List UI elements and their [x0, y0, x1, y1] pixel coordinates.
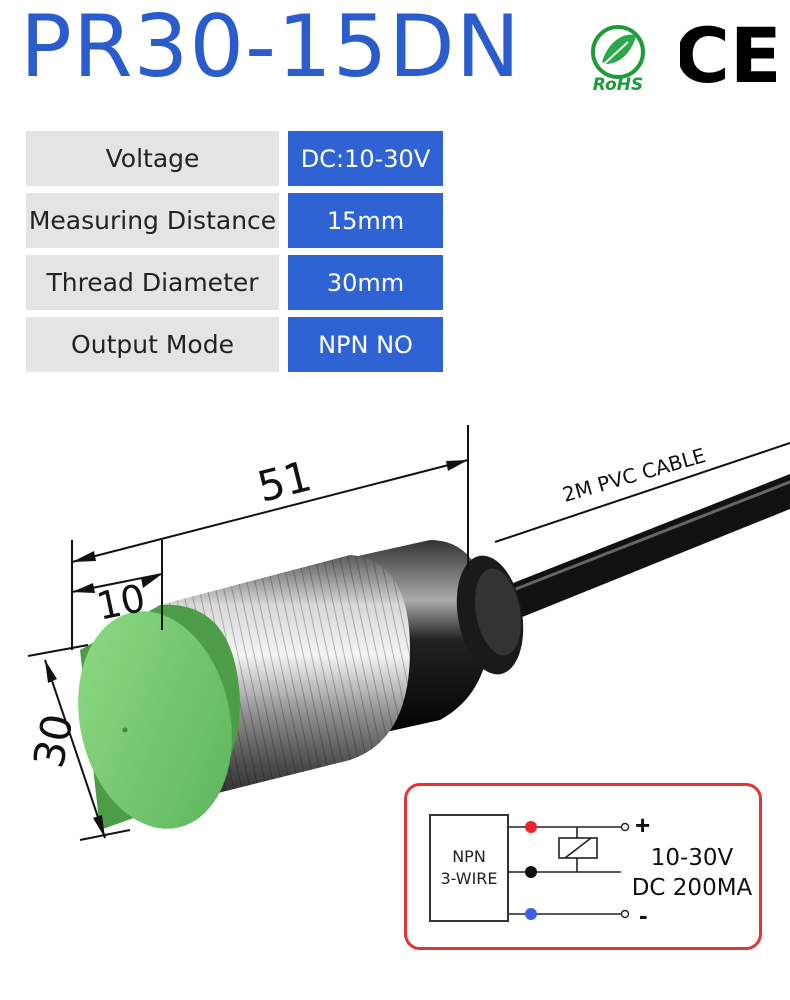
spec-row-output: Output Mode NPN NO — [26, 317, 444, 372]
spec-row-distance: Measuring Distance 15mm — [26, 193, 444, 248]
spec-label: Measuring Distance — [26, 193, 279, 248]
sensing-face — [78, 611, 232, 829]
supply-current: DC 200MA — [631, 874, 753, 901]
ce-mark-icon: CE — [680, 20, 776, 92]
spec-value: 30mm — [288, 255, 443, 310]
wiring-diagram: NPN 3-WIRE + - 10-30V DC 200MA — [404, 783, 762, 950]
cable-label: 2M PVC CABLE — [560, 443, 708, 507]
rohs-text: RoHS — [593, 75, 643, 94]
supply-rating: 10-30V DC 200MA — [627, 844, 757, 904]
spec-label: Output Mode — [26, 317, 279, 372]
spec-value: 15mm — [288, 193, 443, 248]
spec-row-thread: Thread Diameter 30mm — [26, 255, 444, 310]
sensor-drawing: 51 10 30 2M PVC CABLE — [24, 425, 790, 841]
positive-terminal: + — [635, 810, 651, 840]
dimension-head: 10 — [93, 576, 149, 629]
spec-value: DC:10-30V — [288, 131, 443, 186]
ce-text: CE — [680, 20, 776, 92]
spec-label: Thread Diameter — [26, 255, 279, 310]
npn-box: NPN 3-WIRE — [429, 814, 509, 922]
wiring-type: NPN — [452, 846, 486, 866]
supply-voltage: 10-30V — [650, 845, 734, 871]
rohs-logo-icon: RoHS — [591, 25, 645, 94]
product-title: PR30-15DN — [20, 0, 522, 97]
wiring-lines — [509, 821, 630, 920]
spec-row-voltage: Voltage DC:10-30V — [26, 131, 444, 186]
wiring-wires: 3-WIRE — [440, 869, 498, 888]
dimension-length: 51 — [253, 451, 317, 511]
spec-label: Voltage — [26, 131, 279, 186]
negative-terminal: - — [639, 900, 648, 930]
spec-value: NPN NO — [288, 317, 443, 372]
dimension-diameter: 30 — [24, 710, 83, 772]
